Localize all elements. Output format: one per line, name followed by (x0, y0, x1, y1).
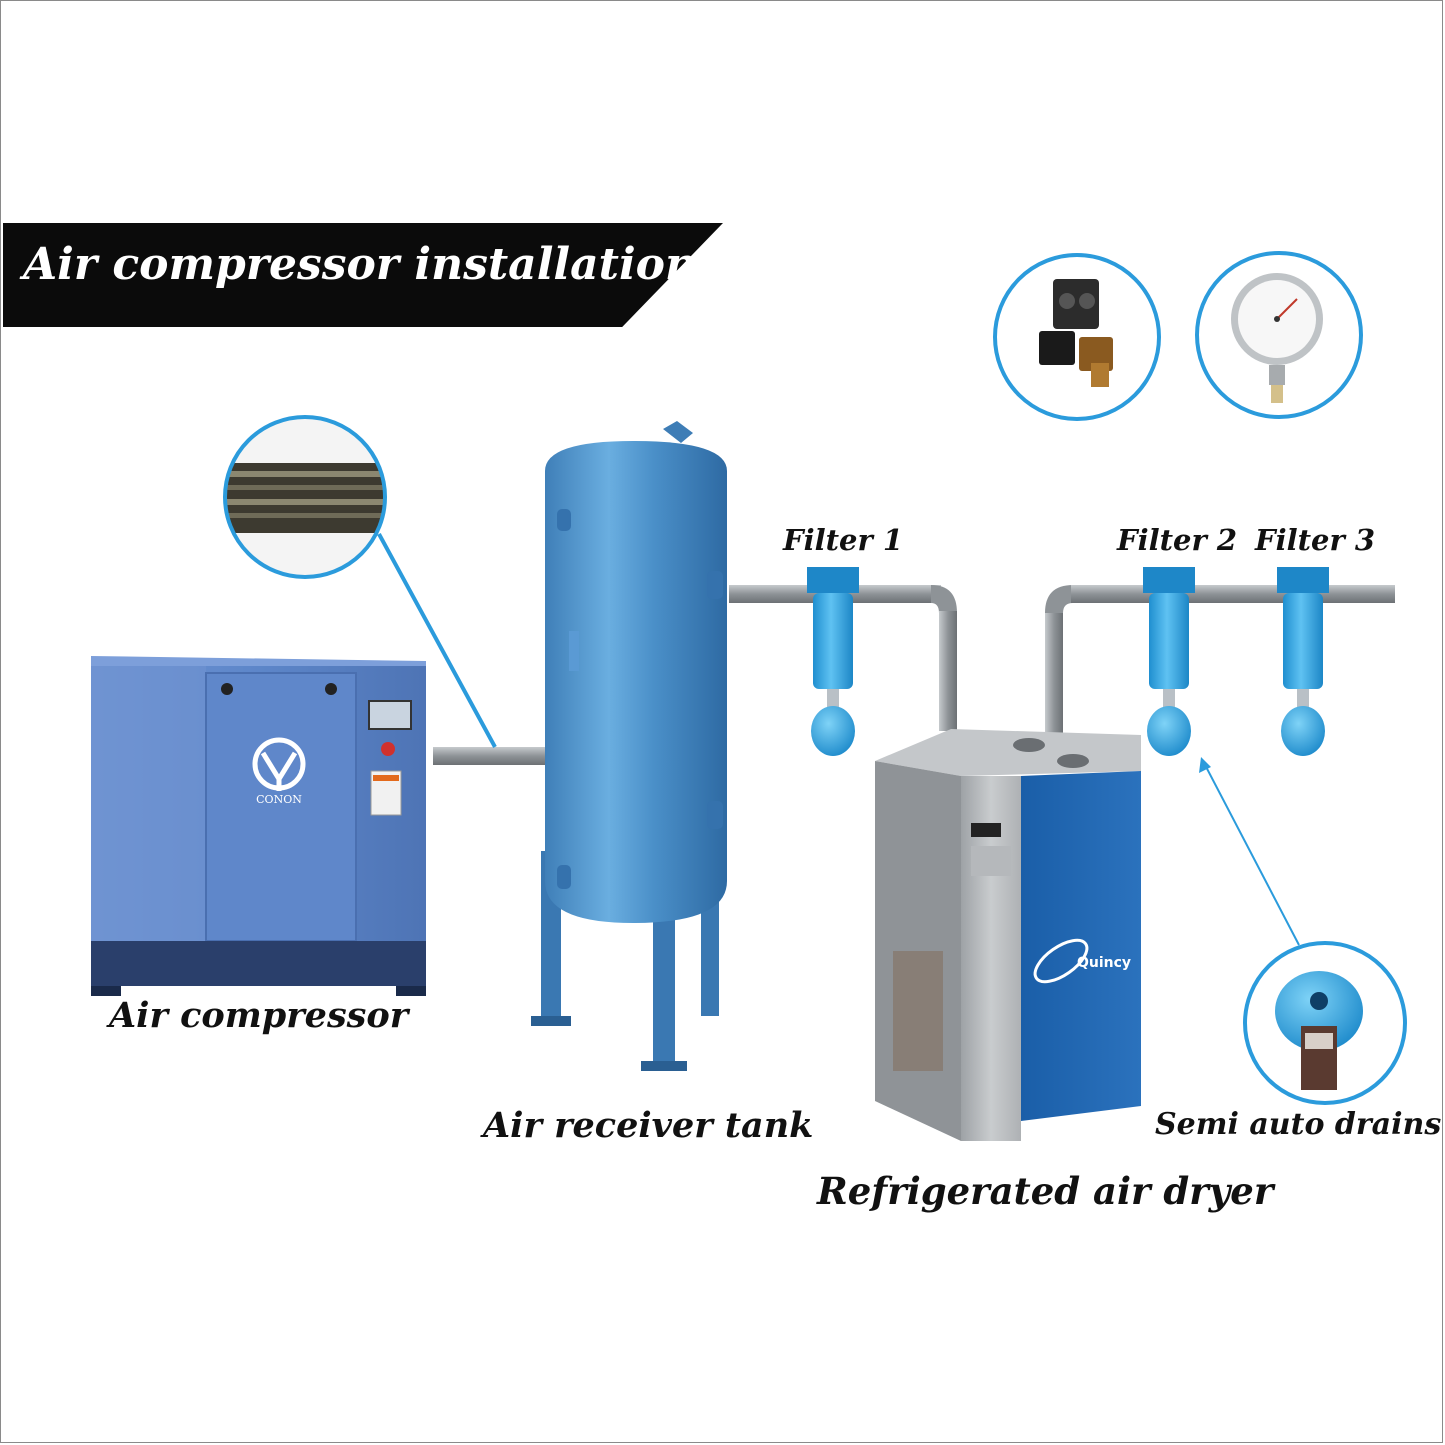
label-filter-1: Filter 1 (783, 523, 904, 557)
label-air-receiver-tank: Air receiver tank (483, 1105, 814, 1146)
filter-2-unit (1143, 567, 1195, 756)
hose-callout (223, 415, 497, 748)
label-semi-auto-drains: Semi auto drains (1155, 1107, 1442, 1142)
label-filter-2: Filter 2 (1117, 523, 1238, 557)
filter-3-unit (1277, 567, 1329, 756)
timer-drain-callout (993, 253, 1161, 421)
conon-logo (252, 737, 306, 791)
drain-callout (1199, 757, 1407, 1105)
air-compressor-unit: CONON (91, 656, 426, 996)
compressor-brand-text: CONON (256, 793, 302, 806)
filter-1-unit (807, 567, 859, 756)
dryer-brand-text: Quincy (1077, 955, 1131, 971)
label-air-compressor: Air compressor (109, 995, 409, 1036)
air-receiver-tank (531, 421, 727, 1071)
page-title: Air compressor installation (23, 239, 698, 290)
pipe-compressor-to-tank (433, 747, 545, 765)
title-banner (3, 223, 723, 327)
label-refrigerated-air-dryer: Refrigerated air dryer (817, 1169, 1274, 1213)
refrigerated-air-dryer: Quincy (875, 729, 1141, 1141)
quincy-logo (1033, 938, 1089, 984)
label-filter-3: Filter 3 (1255, 523, 1376, 557)
pipe-dryer-to-filters (1045, 585, 1395, 733)
pressure-gauge-callout (1195, 251, 1363, 419)
